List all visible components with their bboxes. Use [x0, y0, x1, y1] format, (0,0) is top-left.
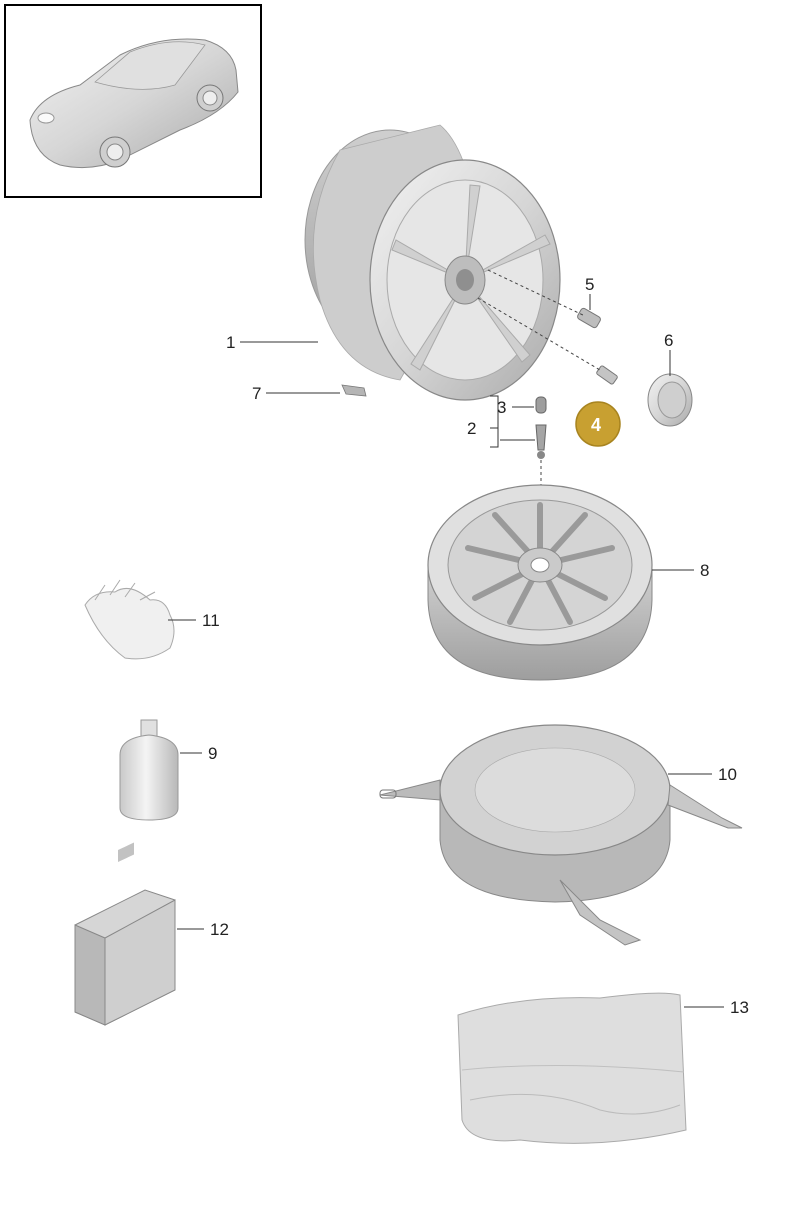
callout-6[interactable]: 6 — [664, 331, 673, 350]
callout-4[interactable]: 4 — [591, 415, 601, 435]
alloy-rim-part — [304, 124, 561, 401]
callout-8[interactable]: 8 — [700, 561, 709, 580]
callout-9[interactable]: 9 — [208, 744, 217, 763]
spare-wheel-part — [427, 484, 653, 681]
leader-lines — [168, 294, 724, 1008]
callout-4-badge[interactable] — [575, 401, 621, 447]
hub-cap-part — [647, 373, 693, 427]
wheel-bolt-part — [577, 307, 601, 329]
callout-13[interactable]: 13 — [730, 998, 749, 1017]
callout-7[interactable]: 7 — [252, 384, 261, 403]
callout-2[interactable]: 2 — [467, 419, 476, 438]
storage-bag-part — [457, 992, 687, 1144]
compressor-part — [74, 842, 176, 1026]
valve-assembly-part — [535, 396, 547, 459]
callout-12[interactable]: 12 — [210, 920, 229, 939]
spare-wheel-bag-part — [379, 724, 743, 946]
car-icon — [29, 38, 239, 169]
valve-part — [596, 365, 618, 385]
callout-1[interactable]: 1 — [226, 333, 235, 352]
gloves-part — [84, 579, 175, 660]
callout-5[interactable]: 5 — [585, 275, 594, 294]
car-thumbnail — [4, 4, 262, 198]
sealant-bottle-part — [119, 719, 179, 821]
callout-3[interactable]: 3 — [497, 398, 506, 417]
callout-10[interactable]: 10 — [718, 765, 737, 784]
balance-weight-part — [341, 384, 367, 397]
callout-labels: 1 2 3 4 5 6 7 8 9 10 11 12 13 — [202, 275, 749, 1017]
callout-11[interactable]: 11 — [202, 611, 220, 630]
